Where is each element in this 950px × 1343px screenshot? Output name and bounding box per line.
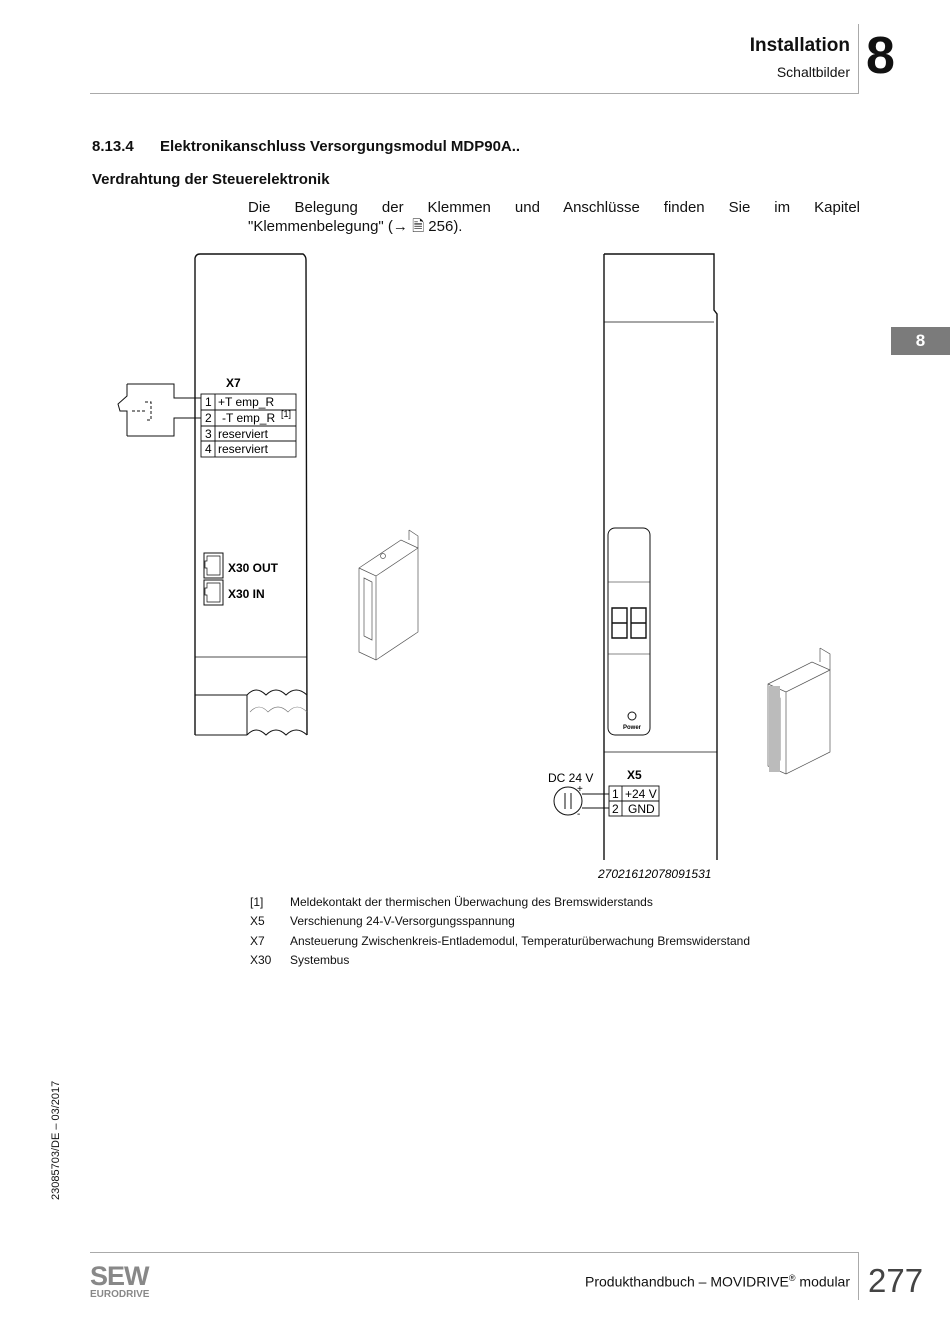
svg-text:EURODRIVE: EURODRIVE: [90, 1289, 150, 1300]
svg-text:SEW: SEW: [90, 1263, 150, 1291]
x7-row-num: 3: [205, 427, 212, 441]
chapter-number: 8: [866, 27, 895, 85]
x30-out-label: X30 OUT: [228, 561, 279, 575]
x7-row-num: 4: [205, 442, 212, 456]
x5-label: X5: [627, 768, 642, 782]
sew-eurodrive-logo: SEW EURODRIVE: [90, 1263, 151, 1300]
x7-row-text: +T emp_R: [218, 395, 274, 409]
paragraph-line-1: Die Belegung der Klemmen und Anschlüsse …: [248, 199, 860, 216]
minus-sign: -: [577, 809, 580, 820]
plus-sign: +: [577, 784, 583, 795]
legend-item: X7 Ansteuerung Zwischenkreis-Entlademodul…: [250, 934, 750, 948]
x7-row-text: -T emp_R: [222, 411, 275, 425]
x7-row-num: 1: [205, 395, 212, 409]
legend-text: Meldekontakt der thermischen Überwachung…: [290, 895, 653, 909]
legend-key: X5: [250, 914, 265, 928]
legend-item: X30 Systembus: [250, 953, 349, 967]
footer-product-suffix: modular: [795, 1273, 850, 1290]
x5-row-num: 1: [612, 787, 619, 801]
subheading: Verdrahtung der Steuerelektronik: [92, 171, 330, 188]
legend-key: X30: [250, 953, 272, 967]
x7-row-text: reserviert: [218, 427, 269, 441]
chapter-tab[interactable]: 8: [891, 327, 950, 355]
dc-label: DC 24 V: [548, 771, 593, 785]
x5-row-text: GND: [628, 802, 655, 816]
x7-footnote-ref: [1]: [281, 409, 291, 419]
section-number: 8.13.4: [92, 138, 134, 155]
legend-key: [1]: [250, 895, 264, 909]
header-rule: [90, 93, 858, 94]
footer-divider: [858, 1252, 859, 1300]
x30-in-label: X30 IN: [228, 587, 265, 601]
paragraph-line-2[interactable]: "Klemmenbelegung" (→ 🗎 256).: [248, 218, 463, 235]
power-label: Power: [623, 725, 642, 731]
header-title: Installation: [749, 35, 850, 56]
left-module-outline: [194, 253, 308, 736]
header-subtitle: Schaltbilder: [776, 64, 850, 80]
header-divider: [858, 24, 859, 94]
section-title: Elektronikanschluss Versorgungsmodul MDP…: [160, 138, 521, 155]
legend-text: Verschienung 24-V-Versorgungsspannung: [290, 914, 515, 928]
legend-item: [1] Meldekontakt der thermischen Überwach…: [250, 895, 653, 909]
registered-mark: ®: [788, 1273, 796, 1283]
legend-key: X7: [250, 934, 265, 948]
figure-id: 27021612078091531: [597, 867, 711, 881]
footer-product-name: Produkthandbuch – MOVIDRIVE: [585, 1273, 789, 1290]
x7-row-num: 2: [205, 411, 212, 425]
footer-product: Produkthandbuch – MOVIDRIVE® modular: [585, 1273, 850, 1290]
legend-item: X5 Verschienung 24-V-Versorgungsspannung: [250, 914, 515, 928]
intro-paragraph: Die Belegung der Klemmen und Anschlüsse …: [248, 198, 860, 236]
legend-text: Ansteuerung Zwischenkreis-Entlademodul, …: [290, 934, 751, 948]
footer-rule: [90, 1252, 858, 1253]
legend-text: Systembus: [290, 953, 350, 967]
x7-row-text: reserviert: [218, 442, 269, 456]
x5-row-text: +24 V: [625, 787, 657, 801]
x5-row-num: 2: [612, 802, 619, 816]
x7-label: X7: [226, 376, 241, 390]
document-number-date: 23085703/DE – 03/2017: [50, 1080, 62, 1200]
page-number: 277: [868, 1262, 924, 1299]
right-module-outline: [603, 253, 718, 860]
